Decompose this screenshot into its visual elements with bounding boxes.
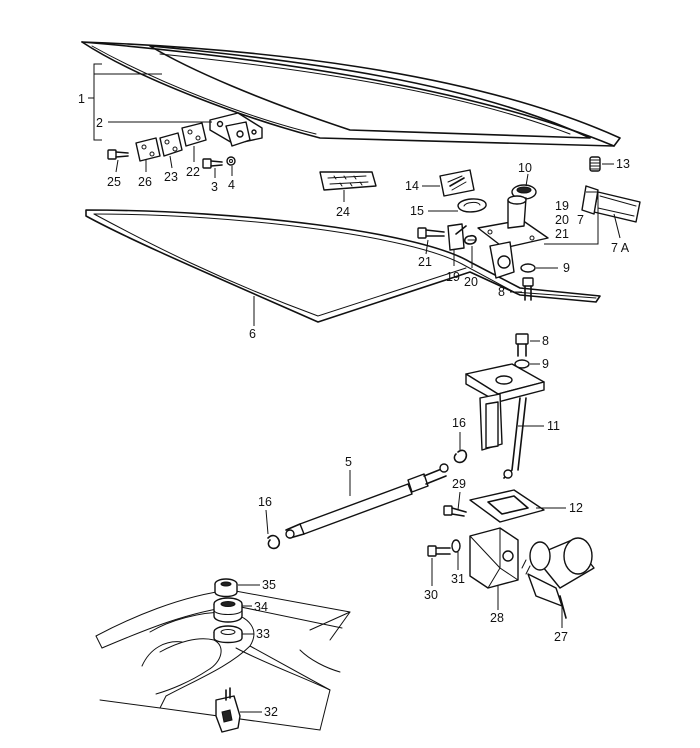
label-26: 26 <box>138 175 152 189</box>
label-22: 22 <box>186 165 200 179</box>
label-20b: 20 <box>464 275 478 289</box>
lock-plate-14 <box>439 169 475 197</box>
label-14: 14 <box>405 179 419 193</box>
label-9b: 9 <box>542 357 549 371</box>
label-8a: 8 <box>498 285 505 299</box>
label-5: 5 <box>345 455 352 469</box>
label-4: 4 <box>228 178 235 192</box>
grommet-35 <box>214 578 238 598</box>
label-35: 35 <box>262 578 276 592</box>
label-10: 10 <box>518 161 532 175</box>
label-15: 15 <box>410 204 424 218</box>
label-30: 30 <box>424 588 438 602</box>
spring-20 <box>463 234 477 245</box>
seal-15 <box>457 198 487 213</box>
bolt-21 <box>417 227 445 239</box>
bracket-28 <box>469 527 519 589</box>
screw-25 <box>107 149 129 160</box>
clip-16-upper <box>453 449 468 464</box>
label-20a: 20 <box>555 213 569 227</box>
clip-16-lower <box>267 534 281 550</box>
label-28: 28 <box>490 611 504 625</box>
washer-4 <box>226 156 236 166</box>
label-21a: 21 <box>555 227 569 241</box>
part-labels: 1 2 25 26 23 22 3 4 24 14 15 10 13 19 20… <box>78 92 630 719</box>
bolt-8-upper <box>522 277 534 301</box>
label-25: 25 <box>107 175 121 189</box>
grease-tube-7a <box>581 185 641 223</box>
bracket-19 <box>447 223 467 251</box>
label-7a: 7 A <box>611 241 630 255</box>
washer-9-upper <box>520 263 536 273</box>
spring-13 <box>589 156 601 172</box>
label-19a: 19 <box>555 199 569 213</box>
washer-31 <box>451 539 461 553</box>
label-19b: 19 <box>446 270 460 284</box>
washer-9-lower <box>514 359 530 369</box>
label-7: 7 <box>577 213 584 227</box>
bolt-30 <box>427 545 451 557</box>
label-3: 3 <box>211 180 218 194</box>
shim-23 <box>159 132 183 157</box>
gas-strut-5 <box>285 463 449 539</box>
label-33: 33 <box>256 627 270 641</box>
label-21b: 21 <box>418 255 432 269</box>
label-12: 12 <box>569 501 583 515</box>
switch-32 <box>215 687 241 733</box>
label-2: 2 <box>96 116 103 130</box>
label-6: 6 <box>249 327 256 341</box>
gasket-12 <box>469 489 545 523</box>
leader-lines <box>88 63 621 713</box>
grommet-33 <box>213 625 243 644</box>
bolt-8-lower <box>515 333 529 357</box>
lock-assembly-7 <box>477 195 549 279</box>
motor-27 <box>521 537 595 619</box>
label-23: 23 <box>164 170 178 184</box>
shim-26 <box>135 137 161 162</box>
label-29: 29 <box>452 477 466 491</box>
label-11: 11 <box>547 419 560 433</box>
screw-3 <box>202 158 223 169</box>
label-13: 13 <box>616 157 630 171</box>
grommet-34 <box>213 597 243 623</box>
label-24: 24 <box>336 205 350 219</box>
rear-lid-frame <box>81 41 621 147</box>
pad-24 <box>319 171 377 191</box>
label-31: 31 <box>451 572 465 586</box>
label-1: 1 <box>78 92 85 106</box>
label-16b: 16 <box>258 495 272 509</box>
label-27: 27 <box>554 630 568 644</box>
label-8b: 8 <box>542 334 549 348</box>
screw-29 <box>443 505 467 517</box>
label-9a: 9 <box>563 261 570 275</box>
label-32: 32 <box>264 705 278 719</box>
shim-22 <box>181 122 207 147</box>
lid-seal <box>85 209 601 323</box>
label-34: 34 <box>254 600 268 614</box>
hinge <box>209 112 263 147</box>
lock-mechanism-11 <box>465 363 545 479</box>
label-16a: 16 <box>452 416 466 430</box>
